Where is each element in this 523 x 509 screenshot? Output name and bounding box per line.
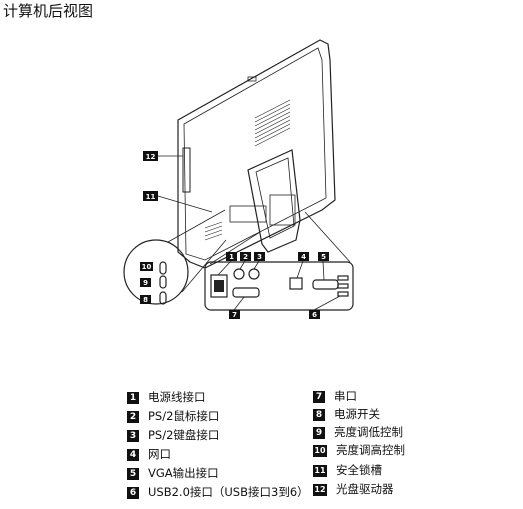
legend-num: 10	[313, 444, 327, 457]
callout-2	[240, 252, 251, 261]
legend-item-1: 1 电源线接口	[127, 391, 206, 404]
vent-grille	[254, 99, 291, 147]
legend-item-4: 4 网口	[127, 448, 171, 461]
callout-5	[318, 252, 329, 261]
callout-4	[298, 252, 309, 261]
legend-label: 电源线接口	[148, 390, 206, 404]
legend-label: 光盘驱动器	[336, 482, 394, 496]
legend-num: 7	[313, 390, 325, 403]
svg-text:11: 11	[146, 193, 156, 201]
legend-item-2: 2 PS/2鼠标接口	[127, 410, 219, 423]
usb-port	[337, 275, 349, 281]
ps2-keyboard-port	[248, 268, 260, 280]
callout-8	[140, 295, 151, 304]
legend-num: 6	[127, 486, 139, 499]
optical-drive-slot	[182, 147, 191, 193]
svg-text:9: 9	[143, 279, 148, 287]
legend-item-10: 10 亮度调高控制	[313, 444, 405, 457]
legend-label: PS/2鼠标接口	[148, 409, 220, 423]
callout-7	[229, 310, 240, 319]
serial-port	[232, 287, 260, 298]
legend-num: 11	[313, 464, 327, 477]
svg-text:6: 6	[312, 311, 317, 319]
power-connector	[210, 274, 228, 298]
legend-num: 4	[127, 448, 139, 461]
legend-item-5: 5 VGA输出接口	[127, 467, 219, 480]
callout-3	[254, 252, 265, 261]
legend-label: 安全锁槽	[336, 463, 382, 477]
legend-num: 5	[127, 467, 139, 480]
legend-label: USB2.0接口（USB接口3到6）	[148, 485, 309, 499]
legend-label: 亮度调低控制	[334, 425, 403, 439]
callout-12	[143, 151, 158, 161]
ps2-mouse-port	[233, 268, 245, 280]
callout-6	[309, 310, 320, 319]
legend-label: VGA输出接口	[148, 466, 219, 480]
vga-port	[312, 279, 339, 290]
stand	[247, 149, 301, 253]
svg-text:12: 12	[146, 153, 156, 161]
side-button-zoom-circle	[123, 239, 189, 305]
legend-num: 2	[127, 410, 139, 423]
callout-11	[143, 191, 158, 201]
legend-item-12: 12 光盘驱动器	[313, 483, 394, 496]
callout-10	[140, 262, 153, 271]
legend-label: 电源开关	[334, 407, 380, 421]
legend-label: 串口	[334, 389, 357, 403]
svg-text:8: 8	[143, 296, 148, 304]
legend-num: 12	[313, 483, 327, 496]
page-title: 计算机后视图	[3, 2, 94, 20]
svg-text:3: 3	[257, 253, 262, 261]
legend-label: PS/2键盘接口	[148, 428, 220, 442]
svg-text:1: 1	[229, 253, 234, 261]
svg-text:5: 5	[321, 253, 326, 261]
legend-num: 9	[313, 426, 325, 439]
ethernet-port	[289, 277, 303, 290]
port-detail-panel	[204, 261, 354, 311]
legend-item-7: 7 串口	[313, 390, 357, 403]
legend-num: 1	[127, 391, 139, 404]
svg-text:7: 7	[232, 311, 237, 319]
legend-item-3: 3 PS/2键盘接口	[127, 429, 219, 442]
svg-text:10: 10	[142, 263, 152, 271]
callout-1	[226, 252, 237, 261]
legend-item-11: 11 安全锁槽	[313, 464, 382, 477]
legend-num: 8	[313, 408, 325, 421]
legend-item-6: 6 USB2.0接口（USB接口3到6）	[127, 486, 309, 499]
legend-label: 亮度调高控制	[336, 443, 405, 457]
legend-num: 3	[127, 429, 139, 442]
callout-9	[140, 278, 151, 287]
legend-label: 网口	[148, 447, 171, 461]
legend-item-9: 9 亮度调低控制	[313, 426, 403, 439]
legend-item-8: 8 电源开关	[313, 408, 380, 421]
svg-text:4: 4	[301, 253, 306, 261]
svg-text:2: 2	[243, 253, 248, 261]
